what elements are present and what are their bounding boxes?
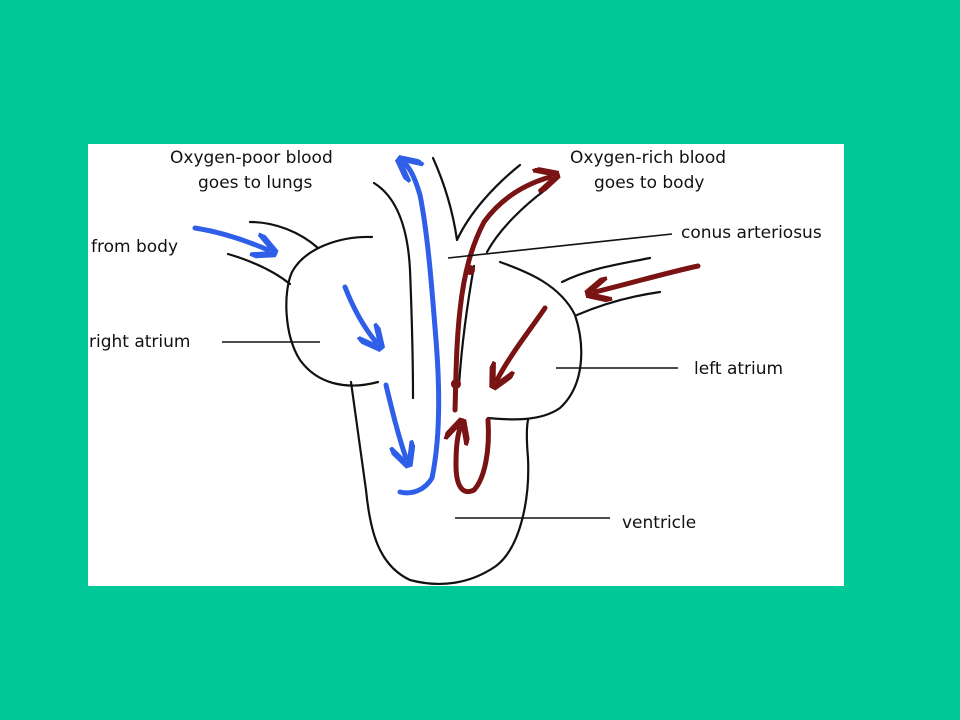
labels: Oxygen-poor blood goes to lungs Oxygen-r… — [89, 148, 822, 533]
leader-lines — [222, 233, 678, 519]
label-oxygen-rich-1: Oxygen-rich blood — [570, 148, 726, 168]
label-conus-arteriosus: conus arteriosus — [681, 223, 822, 243]
oxygen-poor-flow — [192, 164, 442, 496]
vein-lower — [226, 252, 292, 286]
vein-upper — [248, 220, 320, 250]
pulmonary-vein-upper — [560, 256, 652, 284]
red-arrow-left-atrium — [497, 305, 548, 380]
leader-conus — [447, 233, 673, 259]
conus-septum — [457, 264, 476, 387]
heart-outline — [226, 156, 662, 586]
right-atrium-outline — [285, 235, 380, 387]
red-dot-2 — [451, 379, 461, 389]
label-ventricle: ventricle — [622, 513, 696, 533]
label-oxygen-poor-1: Oxygen-poor blood — [170, 148, 333, 168]
diagram-panel — [88, 144, 844, 586]
blue-arrow-ventricle — [383, 382, 406, 458]
left-atrium-outline — [486, 260, 583, 421]
red-arrow-ventricle-loop — [456, 420, 491, 494]
blue-arrow-from-body — [192, 225, 268, 250]
red-arrow-from-lungs — [595, 263, 701, 292]
oxygen-rich-flow — [451, 177, 701, 494]
ventricle-outline — [349, 380, 530, 586]
red-arrow-to-body — [452, 177, 550, 413]
conus-left-wall — [372, 181, 415, 400]
blue-arrow-right-atrium — [342, 284, 376, 342]
label-oxygen-poor-2: goes to lungs — [198, 173, 312, 193]
conus-fork — [431, 156, 522, 242]
label-right-atrium: right atrium — [89, 332, 190, 352]
label-oxygen-rich-2: goes to body — [594, 173, 704, 193]
red-dot-1 — [465, 265, 475, 275]
pulmonary-vein-lower — [575, 290, 662, 317]
label-left-atrium: left atrium — [694, 359, 783, 379]
blue-arrow-to-lungs — [400, 164, 442, 496]
conus-right-wall — [485, 188, 547, 254]
label-from-body: from body — [91, 237, 178, 257]
